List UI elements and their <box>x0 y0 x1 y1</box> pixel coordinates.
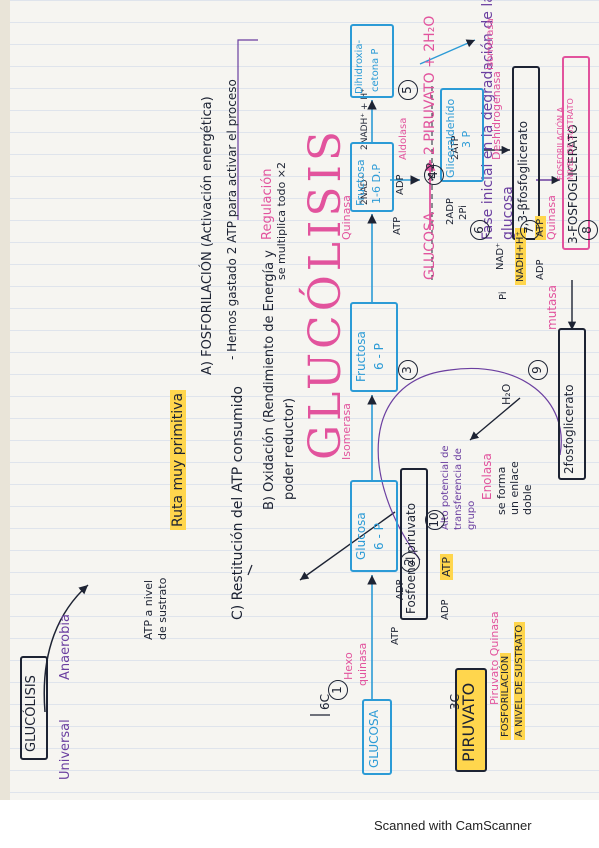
atp-2: ATP <box>392 216 403 235</box>
glucosa-6p-label-1: Glucosa <box>354 512 368 560</box>
isomerasa-1: Isomerasa <box>340 403 353 460</box>
pi-cofactor: Pi <box>498 291 509 300</box>
fructosa-16dp-label-2: 1-6 D.P <box>370 163 383 204</box>
atp-1: ATP <box>390 626 401 645</box>
fosfoglicerato-2-label: 2fosfoglicerato <box>562 384 576 474</box>
quinasa-1: Quinasa <box>340 195 353 240</box>
alto-potencial-l3: grupo <box>466 500 477 530</box>
step-number-2: 2 <box>400 552 420 572</box>
camscanner-watermark: Scanned with CamScanner <box>374 818 532 833</box>
phase-b-title-line2: poder reductor) <box>282 397 297 500</box>
product-equation: 2 PIRUVATO + 2H₂O <box>422 15 438 155</box>
phase-a-title: A) FOSFORILACIÓN (Activación energética) <box>200 96 215 375</box>
phase-a-note: - Hemos gastado 2 ATP para activar el pr… <box>225 79 239 360</box>
step-number-3: 3 <box>398 360 418 380</box>
adp-1: ADP <box>395 579 406 600</box>
glucosa-label: GLUCOSA <box>367 709 381 768</box>
adp-3: ADP <box>535 259 546 280</box>
phase-c-title: C) Restitución del ATP consumido <box>230 386 246 620</box>
dihidroxiacetona-label-2: cetona P <box>370 48 381 92</box>
hexoquinasa-line1: Hexo <box>342 652 355 680</box>
pathway-arrows <box>43 39 577 716</box>
gliceraldehido-label-1: Gliceraldehído <box>444 98 457 178</box>
step-number-1: 1 <box>328 680 348 700</box>
fructosa-6p-label-2: 6 - P <box>372 343 386 370</box>
step-number-6: 6 <box>470 220 490 240</box>
hexoquinasa-line2: quinasa <box>356 642 369 686</box>
step-number-9: 9 <box>528 360 548 380</box>
aldolasa-label: Aldolasa <box>398 117 409 160</box>
gliceraldehido-label-2: 3 P <box>460 130 473 148</box>
glucosa-equation: GLUCOSA <box>422 212 438 280</box>
page-edge <box>0 0 10 800</box>
step-number-7: 7 <box>520 220 540 240</box>
fosforilacion-note-2-l1: FOSFORILACIÓN <box>500 652 511 740</box>
fructosa-16dp-label-1: Fructosa <box>354 159 367 206</box>
nad-cofactor: NAD⁺ <box>495 242 506 270</box>
bisfosfoglicerato-label: 1,3-βfosfoglicerato <box>516 120 530 234</box>
times-two: × 2 <box>424 162 437 182</box>
enolasa-note-2: un enlace <box>508 461 521 515</box>
universal-label: Universal <box>58 719 73 780</box>
enolasa-label: Enolasa <box>480 453 494 500</box>
enolasa-note-3: doble <box>521 484 534 515</box>
three-carbon-label: 3C <box>448 693 462 710</box>
adp-4: ADP <box>440 599 451 620</box>
isomerasa-2: Isomerasa <box>485 18 496 70</box>
scanner-footer: Scanned with CamScanner <box>0 800 599 848</box>
h2o-cofactor: H₂O <box>500 383 513 405</box>
phase-b-title-line1: B) Oxidación (Rendimiento de Energía y <box>262 250 277 510</box>
atp-4: ATP <box>440 553 453 580</box>
adp-input: 2ADP <box>445 198 456 225</box>
step-number-10: 10 <box>425 510 445 530</box>
pi-input: 2Pi <box>458 205 469 220</box>
adp-2: ADP <box>395 174 406 195</box>
dihidroxiacetona-label-1: Dihidroxia- <box>354 39 365 94</box>
rotated-notes: GLUCÓLISIS Fase inicial en la degradació… <box>20 0 598 780</box>
scanned-page: GLUCÓLISIS Fase inicial en la degradació… <box>0 0 599 800</box>
deshidrogenasa-label: Deshidrogenasa <box>490 71 503 160</box>
quinasa-2: Quinasa <box>545 195 558 240</box>
alto-potencial-l2: transferencia de <box>453 448 464 530</box>
atp-nivel-line2: de sustrato <box>156 577 169 640</box>
step-number-8: 8 <box>578 220 598 240</box>
glucolisis-box-label: GLUCÓLISIS <box>24 675 39 752</box>
fosforilacion-note-1-l2: NIVEL DE SUSTRATO <box>566 98 575 180</box>
anaerobia-label: Anaerobia <box>58 614 73 680</box>
mutasa-label: mutasa <box>545 285 559 330</box>
fosforilacion-note-1-l1: FOSFORILACIÓN A <box>556 106 565 180</box>
fructosa-6p-label-1: Fructosa <box>354 331 368 382</box>
enolasa-note-1: se forma <box>495 466 508 515</box>
step-number-5: 5 <box>398 80 418 100</box>
regulacion-label: Regulación <box>260 168 275 240</box>
atp-nivel-line1: ATP a nivel <box>142 579 155 640</box>
glucosa-6p-label-2: 6 - P <box>372 523 386 550</box>
fosforilacion-note-2-l2: A NIVEL DE SUSTRATO <box>514 621 525 740</box>
ruta-primitiva: Ruta muy primitiva <box>170 389 186 530</box>
